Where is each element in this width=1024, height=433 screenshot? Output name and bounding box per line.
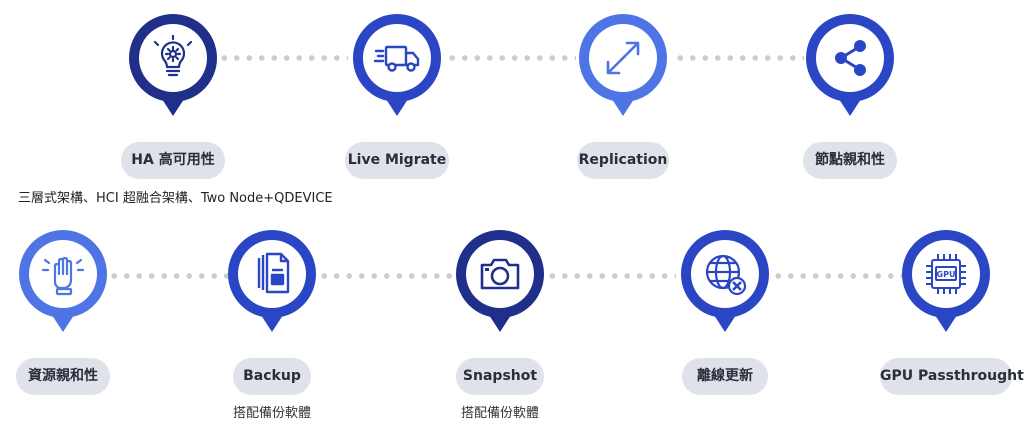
map-pin bbox=[679, 228, 771, 332]
moving-truck-icon bbox=[373, 45, 420, 72]
connector-dots bbox=[446, 55, 576, 61]
backup-software-note: 搭配備份軟體 bbox=[232, 406, 312, 421]
architecture-note: 三層式架構、HCI 超融合架構、Two Node+QDEVICE bbox=[18, 191, 333, 206]
connector-dots bbox=[546, 273, 676, 279]
connector-dots bbox=[772, 273, 902, 279]
gpu-chip-icon: GPU bbox=[926, 254, 966, 294]
map-pin bbox=[454, 228, 546, 332]
feature-label: Backup bbox=[233, 358, 311, 395]
feature-label: 資源親和性 bbox=[16, 358, 110, 395]
map-pin: GPU bbox=[900, 228, 992, 332]
map-pin bbox=[17, 228, 109, 332]
camera-icon bbox=[480, 258, 520, 290]
feature-label: Live Migrate bbox=[345, 142, 449, 179]
share-icon bbox=[835, 40, 866, 76]
feature-label: HA 高可用性 bbox=[121, 142, 225, 179]
connector-dots bbox=[108, 273, 228, 279]
svg-text:GPU: GPU bbox=[937, 270, 956, 279]
map-pin bbox=[351, 12, 443, 116]
raised-hand-icon bbox=[41, 256, 85, 296]
diagonal-arrows-icon bbox=[606, 41, 640, 75]
map-pin bbox=[127, 12, 219, 116]
globe-offline-icon bbox=[705, 254, 747, 296]
lightbulb-gear-icon bbox=[153, 34, 193, 77]
map-pin bbox=[804, 12, 896, 116]
connector-dots bbox=[218, 55, 348, 61]
feature-label: GPU Passthrought bbox=[880, 358, 1024, 395]
connector-dots bbox=[674, 55, 804, 61]
feature-label: 節點親和性 bbox=[803, 142, 897, 179]
map-pin bbox=[577, 12, 669, 116]
map-pin bbox=[226, 228, 318, 332]
feature-label: Replication bbox=[577, 142, 669, 179]
feature-label: Snapshot bbox=[456, 358, 544, 395]
connector-dots bbox=[318, 273, 458, 279]
documents-icon bbox=[257, 252, 290, 294]
snapshot-software-note: 搭配備份軟體 bbox=[460, 406, 540, 421]
feature-label: 離線更新 bbox=[682, 358, 768, 395]
